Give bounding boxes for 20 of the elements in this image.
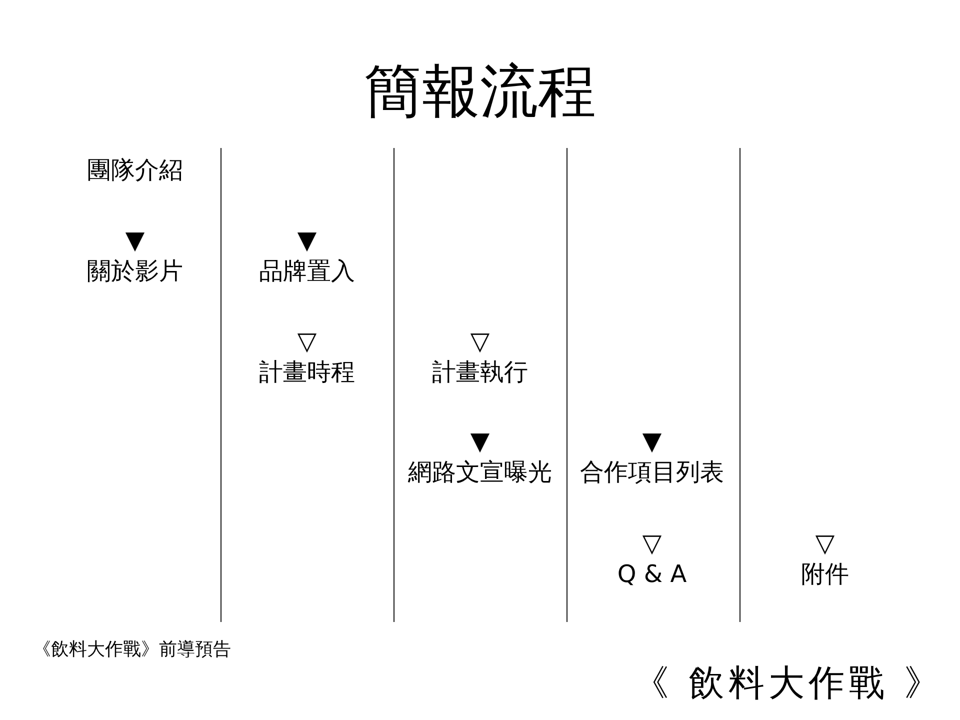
film-title: 《 飲料大作戰 》 bbox=[633, 664, 944, 704]
trailer-note: 《飲料大作戰》前導預告 bbox=[33, 640, 231, 660]
step-label: 品牌置入 bbox=[259, 258, 355, 284]
step-label: 計畫時程 bbox=[259, 358, 355, 386]
triangle-marker: ▽ bbox=[642, 529, 662, 557]
step-label: 團隊介紹 bbox=[87, 156, 183, 184]
triangle-marker: ▽ bbox=[297, 327, 317, 355]
step-label: 計畫執行 bbox=[432, 358, 528, 386]
step-label: Q & A bbox=[617, 560, 687, 588]
title: 簡報流程 bbox=[364, 60, 596, 124]
triangle-marker: ▼ bbox=[125, 226, 145, 254]
step-label: 合作項目列表 bbox=[580, 458, 724, 486]
triangle-marker: ▼ bbox=[642, 427, 662, 455]
triangle-marker: ▼ bbox=[470, 427, 490, 455]
step-label: 附件 bbox=[801, 560, 849, 588]
triangle-marker: ▼ bbox=[297, 226, 317, 254]
step-label: 網路文宣曝光 bbox=[408, 458, 552, 486]
triangle-marker: ▽ bbox=[470, 327, 490, 355]
triangle-marker: ▽ bbox=[815, 529, 835, 557]
step-label: 關於影片 bbox=[87, 258, 183, 284]
